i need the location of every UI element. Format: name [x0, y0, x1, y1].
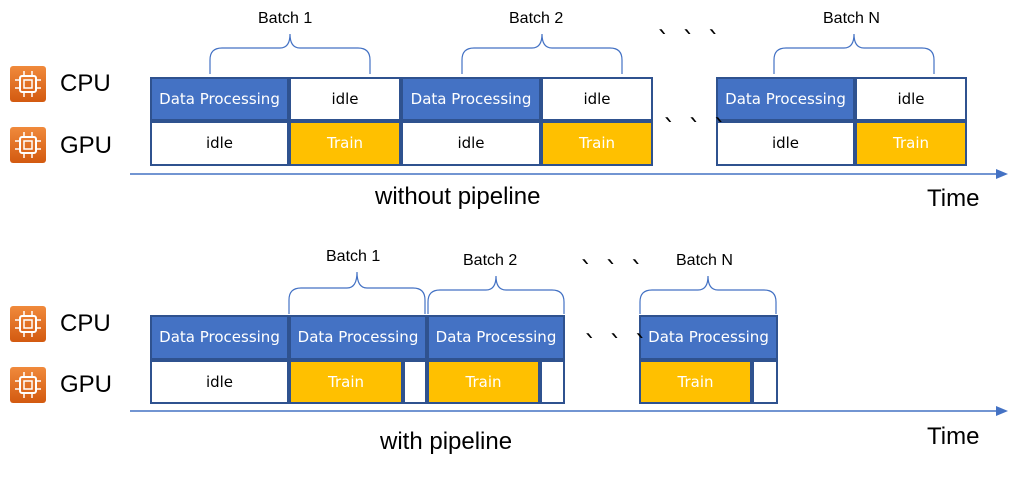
batch-label: Batch 1	[326, 248, 381, 265]
batch-label: Batch N	[823, 10, 880, 27]
train-block: Train	[289, 360, 403, 404]
ellipsis: ` ` `	[580, 257, 646, 287]
idle-block: idle	[541, 77, 653, 121]
data-processing-block: Data Processing	[639, 315, 778, 360]
time-axis	[130, 406, 1008, 416]
batch-label: Batch 2	[509, 10, 564, 27]
train-block: Train	[289, 121, 401, 166]
gap-block	[403, 360, 427, 404]
batch-brace	[773, 33, 935, 74]
data-processing-block: Data Processing	[427, 315, 565, 360]
gpu-chip-icon	[10, 127, 46, 163]
caption-with-pipeline: with pipeline	[380, 428, 513, 455]
batch-brace	[288, 271, 426, 314]
idle-block: idle	[150, 121, 289, 166]
gap-block	[752, 360, 778, 404]
cpu-chip-icon	[10, 66, 46, 102]
train-block: Train	[427, 360, 540, 404]
caption-without-pipeline: without pipeline	[375, 183, 541, 210]
gap-block	[540, 360, 565, 404]
gpu-label: GPU	[60, 371, 113, 398]
batch-label: Batch N	[676, 252, 733, 269]
data-processing-block: Data Processing	[150, 315, 289, 360]
idle-block: idle	[401, 121, 541, 166]
ellipsis: ` ` `	[584, 331, 650, 361]
batch-label: Batch 2	[463, 252, 518, 269]
idle-block: idle	[150, 360, 289, 404]
gpu-chip-icon	[10, 367, 46, 403]
data-processing-block: Data Processing	[401, 77, 541, 121]
idle-block: idle	[855, 77, 967, 121]
cpu-chip-icon	[10, 306, 46, 342]
cpu-label: CPU	[60, 310, 111, 337]
data-processing-block: Data Processing	[150, 77, 289, 121]
time-label: Time	[927, 423, 980, 450]
ellipsis: ` ` `	[657, 27, 723, 57]
train-block: Train	[855, 121, 967, 166]
batch-brace	[209, 33, 371, 74]
batch-brace	[639, 275, 777, 314]
train-block: Train	[541, 121, 653, 166]
idle-block: idle	[716, 121, 855, 166]
batch-brace	[427, 275, 565, 314]
time-label: Time	[927, 185, 980, 212]
train-block: Train	[639, 360, 752, 404]
idle-block: idle	[289, 77, 401, 121]
data-processing-block: Data Processing	[716, 77, 855, 121]
batch-brace	[461, 33, 623, 74]
ellipsis: ` ` `	[663, 115, 729, 145]
batch-label: Batch 1	[258, 10, 313, 27]
cpu-label: CPU	[60, 70, 111, 97]
data-processing-block: Data Processing	[289, 315, 427, 360]
gpu-label: GPU	[60, 132, 113, 159]
time-axis	[130, 169, 1008, 179]
